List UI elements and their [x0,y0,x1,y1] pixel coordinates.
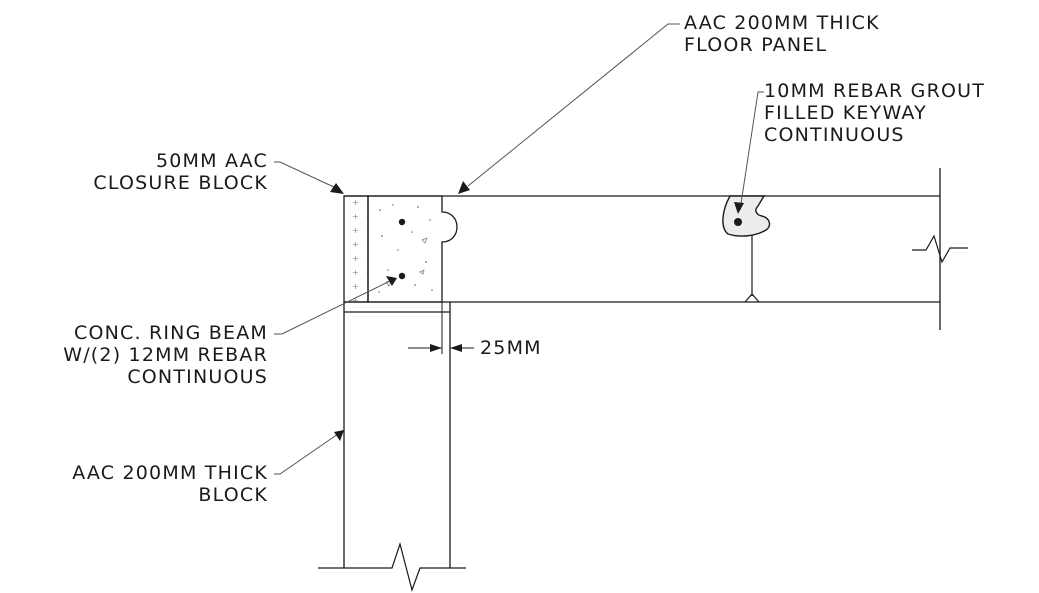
grout-keyway [722,195,771,237]
label-ring-beam-line3: CONTINUOUS [127,366,268,388]
panel-joint [722,195,771,303]
label-closure-block: 50MM AAC CLOSURE BLOCK [93,150,268,194]
label-ring-beam-line2: W/(2) 12MM REBAR [63,344,268,366]
ring-beam [367,195,458,303]
label-floor-panel-line1: AAC 200MM THICK [684,12,880,34]
label-rebar-grout-line1: 10MM REBAR GROUT [764,80,986,102]
leader-closure-block [274,161,337,189]
rebar-top [398,218,406,226]
leader-floor-panel [467,23,680,187]
label-dimension-25mm: 25MM [480,337,542,359]
label-floor-panel: AAC 200MM THICK FLOOR PANEL [684,12,880,56]
slab-break-symbol [912,234,968,264]
label-rebar-grout-line2: FILLED KEYWAY [764,102,927,124]
concrete-stipple [378,204,433,293]
leader-ring-beam [274,279,393,335]
label-wall-block: AAC 200MM THICK BLOCK [72,462,268,506]
rebar-bottom [398,272,406,280]
label-rebar-grout: 10MM REBAR GROUT FILLED KEYWAY CONTINUOU… [764,80,985,146]
leader-wall-block [274,433,339,475]
label-closure-block-line2: CLOSURE BLOCK [93,172,268,194]
dimension-25mm [408,302,474,354]
label-ring-beam: CONC. RING BEAM W/(2) 12MM REBAR CONTINU… [63,322,268,388]
wall-break-symbol [318,541,466,593]
label-closure-block-line1: 50MM AAC [155,150,268,172]
leader-arrowheads [330,181,744,441]
ring-beam-outline [367,195,458,303]
wall-block [343,302,451,568]
closure-block [343,195,369,303]
label-wall-block-line1: AAC 200MM THICK [72,462,268,484]
keyway-rebar [734,218,742,226]
label-rebar-grout-line3: CONTINUOUS [764,124,905,146]
floor-panel [344,168,941,330]
leader-rebar-grout [739,91,764,211]
leaders [274,23,764,475]
label-ring-beam-line1: CONC. RING BEAM [74,322,268,344]
label-wall-block-line2: BLOCK [198,484,268,506]
label-floor-panel-line2: FLOOR PANEL [684,34,828,56]
